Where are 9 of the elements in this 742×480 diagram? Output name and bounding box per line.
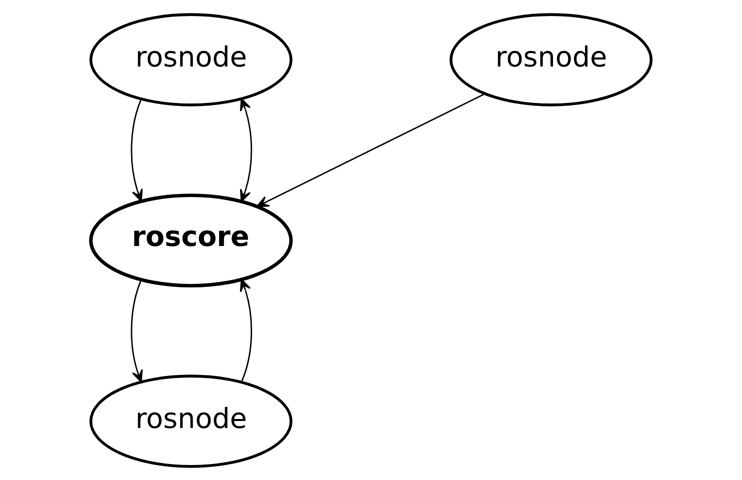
node-ellipse: rosnode — [89, 12, 292, 106]
arrow — [240, 278, 252, 382]
node-ellipse: roscore — [89, 193, 293, 287]
node-ellipse: rosnode — [89, 374, 292, 468]
node-ellipse: rosnode — [450, 12, 653, 106]
arrow — [256, 92, 486, 207]
arrow — [240, 98, 252, 202]
arrow — [130, 98, 143, 202]
arrow — [130, 279, 143, 382]
